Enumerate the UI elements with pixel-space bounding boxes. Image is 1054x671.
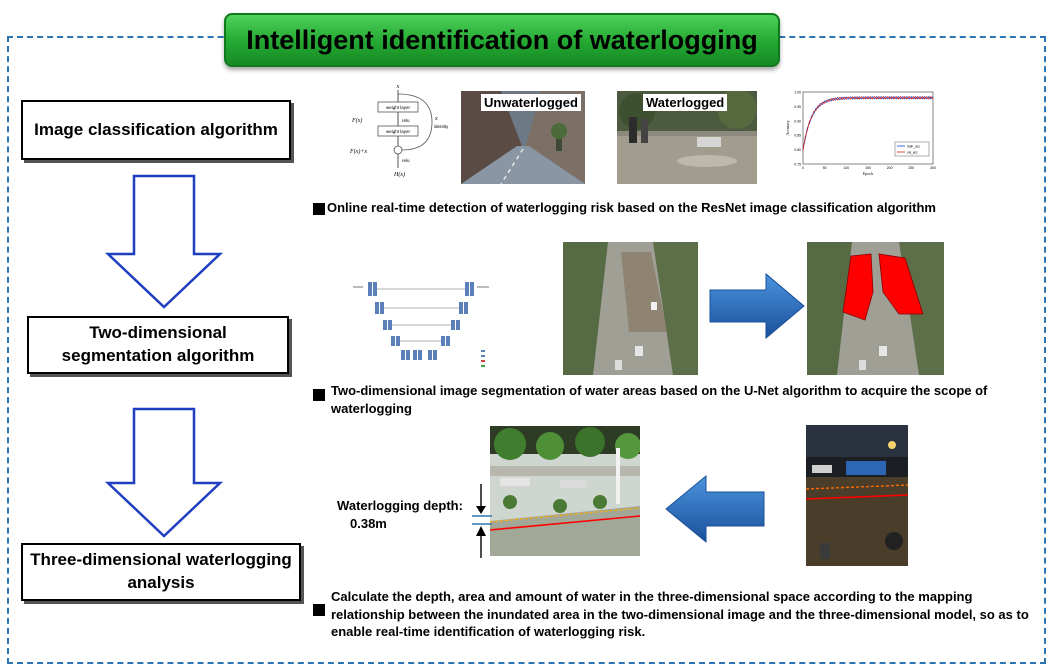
down-arrow-2 xyxy=(104,407,224,538)
y-tick-label: 1.00 xyxy=(794,91,801,95)
stage-three-dimensional-analysis: Three-dimensional waterlogging analysis xyxy=(21,543,301,601)
weight-layer-label: weight layer xyxy=(386,129,411,134)
x-tick-label: 100 xyxy=(843,166,849,170)
x-tick-label: 300 xyxy=(930,166,936,170)
depth-annotation: Waterlogging depth: 0.38m xyxy=(330,497,470,533)
x-tick-label: 50 xyxy=(823,166,827,170)
y-tick-label: 0.80 xyxy=(794,148,801,152)
accuracy-chart: 0.75 0.80 0.85 0.90 0.95 1.00 0 50 100 150 200 250 3… xyxy=(783,86,943,178)
y-tick-label: 0.90 xyxy=(794,119,801,123)
hx-label: H(x) xyxy=(393,171,405,178)
depth-label: Waterlogging depth: xyxy=(337,498,463,513)
resnet-input-label: x xyxy=(396,84,400,90)
legend-entry: train_acc xyxy=(907,145,920,149)
waterlogged-label: Waterlogged xyxy=(643,94,728,111)
y-tick-label: 0.75 xyxy=(794,163,801,167)
relu-label: relu xyxy=(402,158,410,163)
x-tick-label: 200 xyxy=(887,166,893,170)
unet-diagram xyxy=(353,282,489,367)
legend-entry: val_acc xyxy=(907,151,918,155)
night-street-photo xyxy=(806,425,908,566)
y-tick-label: 0.85 xyxy=(794,134,801,138)
right-arrow-segmentation xyxy=(709,272,805,340)
title-banner: Intelligent identification of waterloggi… xyxy=(224,13,780,67)
y-tick-label: 0.95 xyxy=(794,105,801,109)
identity-label: identity xyxy=(434,124,449,129)
left-arrow-analysis xyxy=(665,474,765,544)
fx-plus-x-label: F(x)+x xyxy=(349,148,367,155)
stage-two-dimensional-segmentation: Two-dimensional segmentation algorithm xyxy=(27,316,289,374)
legend xyxy=(894,141,930,157)
segmentation-caption: Two-dimensional image segmentation of wa… xyxy=(331,383,988,416)
down-arrow-1 xyxy=(104,174,224,309)
stage-label: Two-dimensional segmentation algorithm xyxy=(61,323,255,365)
series-line-val_acc xyxy=(802,96,934,151)
water-mask-left xyxy=(842,253,874,321)
caption-bullet xyxy=(313,203,325,215)
analysis-caption: Calculate the depth, area and amount of … xyxy=(331,589,1029,640)
relu-label: relu xyxy=(402,118,410,123)
x-axis-label: Epoch xyxy=(863,171,873,176)
water-mask-right xyxy=(878,253,924,315)
resnet-block-diagram: x weight layer weight layer relu relu F(… xyxy=(349,84,449,178)
weight-layer-label: weight layer xyxy=(386,105,411,110)
caption-bullet xyxy=(313,389,325,401)
unwaterlogged-label: Unwaterlogged xyxy=(481,94,581,111)
depth-value: 0.38m xyxy=(350,516,387,532)
segmentation-output-photo xyxy=(807,242,944,375)
depth-marker xyxy=(472,484,492,558)
stage-image-classification: Image classification algorithm xyxy=(21,100,291,160)
identity-x-label: x xyxy=(434,116,438,122)
caption-bullet xyxy=(313,604,325,616)
x-tick-label: 250 xyxy=(908,166,914,170)
unwaterlogged-photo: Unwaterlogged xyxy=(461,91,585,184)
segmentation-input-photo xyxy=(563,242,698,375)
x-tick-label: 0 xyxy=(802,166,804,170)
stage-label: Three-dimensional waterlogging analysis xyxy=(30,550,292,592)
stage-label: Image classification algorithm xyxy=(34,119,278,139)
fx-label: F(x) xyxy=(351,117,362,124)
waterlogged-photo: Waterlogged xyxy=(617,91,757,184)
series-line-train_acc xyxy=(802,96,934,149)
x-tick-label: 150 xyxy=(865,166,871,170)
classification-caption: Online real-time detection of waterloggi… xyxy=(327,200,936,215)
y-axis-label: Accuracy xyxy=(785,120,790,135)
3d-model-view xyxy=(490,426,640,556)
page-title: Intelligent identification of waterloggi… xyxy=(246,24,758,55)
